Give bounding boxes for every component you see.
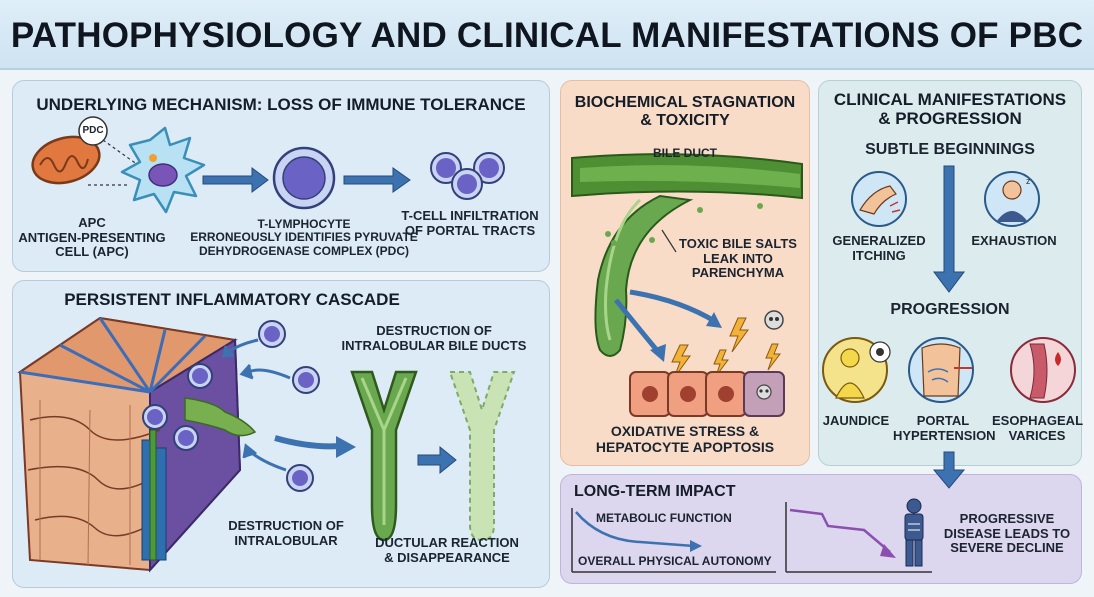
cascade-title: PERSISTENT INFLAMMATORY CASCADE bbox=[64, 290, 400, 309]
itching-label: GENERALIZED ITCHING bbox=[832, 233, 926, 263]
severe-decline-label: PROGRESSIVE DISEASE LEADS TO SEVERE DECL… bbox=[943, 511, 1071, 556]
toxic-salts-label: TOXIC BILE SALTS LEAK INTO PARENCHYMA bbox=[679, 236, 797, 281]
header-banner bbox=[0, 0, 1094, 70]
mechanism-title: UNDERLYING MECHANISM: LOSS OF IMMUNE TOL… bbox=[36, 95, 526, 114]
infiltration-label: T-CELL INFILTRATION OF PORTAL TRACTS bbox=[401, 208, 539, 238]
longterm-title: LONG-TERM IMPACT bbox=[574, 483, 736, 500]
exhaustion-label: EXHAUSTION bbox=[971, 233, 1057, 248]
destruction-bottom-label: DESTRUCTION OF INTRALOBULAR bbox=[228, 518, 344, 548]
portal-hypertension-label: PORTAL HYPERTENSION bbox=[893, 413, 996, 443]
t-lymphocyte-label: T-LYMPHOCYTE ERRONEOUSLY IDENTIFIES PYRU… bbox=[190, 217, 418, 258]
pdc-tag: PDC bbox=[82, 125, 104, 136]
bile-duct-label: BILE DUCT bbox=[653, 146, 717, 160]
subtle-beginnings-label: SUBTLE BEGINNINGS bbox=[865, 141, 1035, 158]
page-title: PATHOPHYSIOLOGY AND CLINICAL MANIFESTATI… bbox=[10, 16, 1084, 55]
esophageal-varices-label: ESOPHAGEAL VARICES bbox=[992, 413, 1084, 443]
clinical-title: CLINICAL MANIFESTATIONS & PROGRESSION bbox=[833, 90, 1067, 129]
destruction-top-label: DESTRUCTION OF INTRALOBULAR BILE DUCTS bbox=[341, 323, 527, 353]
jaundice-label: JAUNDICE bbox=[822, 413, 890, 428]
metabolic-function-label: METABOLIC FUNCTION bbox=[596, 511, 732, 525]
clinical-panel bbox=[818, 80, 1082, 466]
biochem-title: BIOCHEMICAL STAGNATION & TOXICITY bbox=[574, 94, 796, 129]
physical-autonomy-label: OVERALL PHYSICAL AUTONOMY bbox=[578, 554, 772, 568]
oxidative-stress-label: OXIDATIVE STRESS & HEPATOCYTE APOPTOSIS bbox=[595, 423, 775, 455]
apc-label: APC ANTIGEN-PRESENTING CELL (APC) bbox=[18, 215, 166, 260]
ductular-reaction-label: DUCTULAR REACTION & DISAPPEARANCE bbox=[375, 535, 519, 565]
progression-label: PROGRESSION bbox=[890, 301, 1010, 318]
